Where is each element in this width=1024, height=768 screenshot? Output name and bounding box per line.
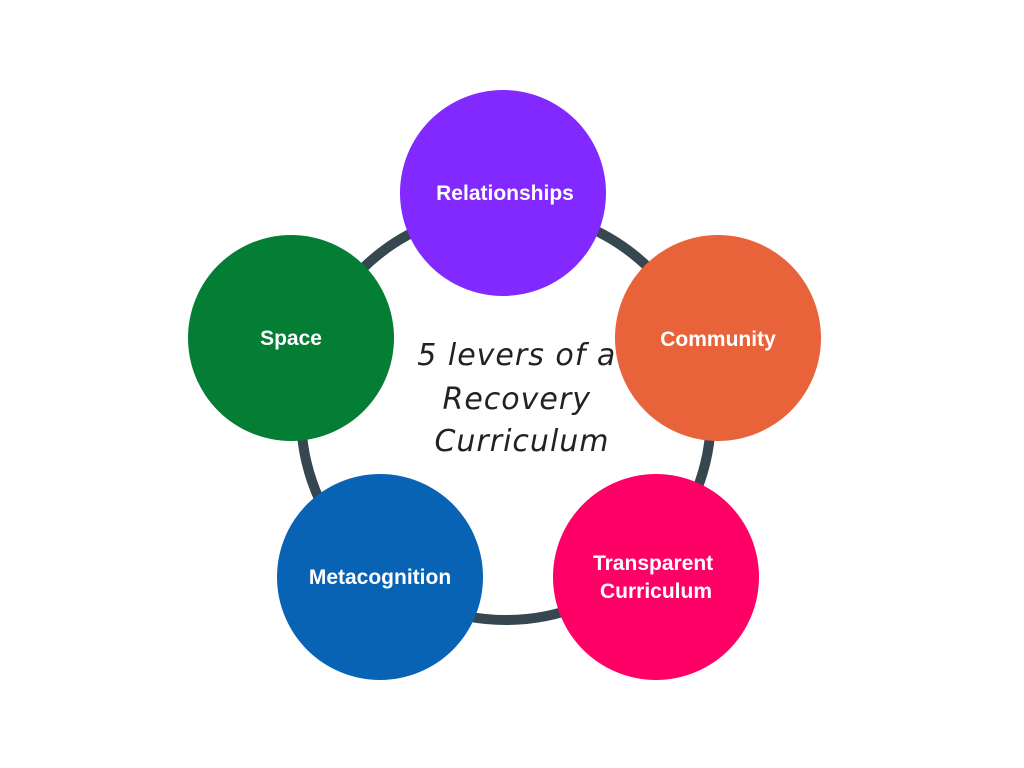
lever-node-metacognition: Metacognition <box>277 474 483 680</box>
lever-node-metacognition-circle <box>277 474 483 680</box>
lever-node-space-label: Space <box>260 327 322 350</box>
lever-node-space-circle <box>188 235 394 441</box>
lever-node-transparent-curriculum-label-line-1: Transparent <box>593 552 713 575</box>
lever-node-relationships-label-line-1: Relationships <box>436 182 574 205</box>
lever-node-relationships-label: Relationships <box>436 182 574 205</box>
lever-node-relationships: Relationships <box>400 90 606 296</box>
lever-node-community-label-line-1: Community <box>660 328 776 351</box>
lever-node-metacognition-label-line-1: Metacognition <box>309 566 451 589</box>
lever-node-space: Space <box>188 235 394 441</box>
lever-node-community-label: Community <box>660 328 776 351</box>
lever-node-relationships-circle <box>400 90 606 296</box>
lever-node-community-circle <box>615 235 821 441</box>
center-title-line-2: Recovery <box>443 382 592 417</box>
lever-node-transparent-curriculum-label-line-2: Curriculum <box>600 580 712 603</box>
lever-node-metacognition-label: Metacognition <box>309 566 451 589</box>
center-title-line-1: 5 levers of a <box>417 338 616 373</box>
lever-node-transparent-curriculum-circle <box>553 474 759 680</box>
lever-node-transparent-curriculum: Transparent Curriculum <box>553 474 759 680</box>
center-title: 5 levers of a Recovery Curriculum <box>417 338 627 459</box>
lever-node-community: Community <box>615 235 821 441</box>
lever-node-transparent-curriculum-label: Transparent Curriculum <box>593 552 719 603</box>
lever-node-space-label-line-1: Space <box>260 327 322 350</box>
center-title-line-3: Curriculum <box>434 424 609 459</box>
